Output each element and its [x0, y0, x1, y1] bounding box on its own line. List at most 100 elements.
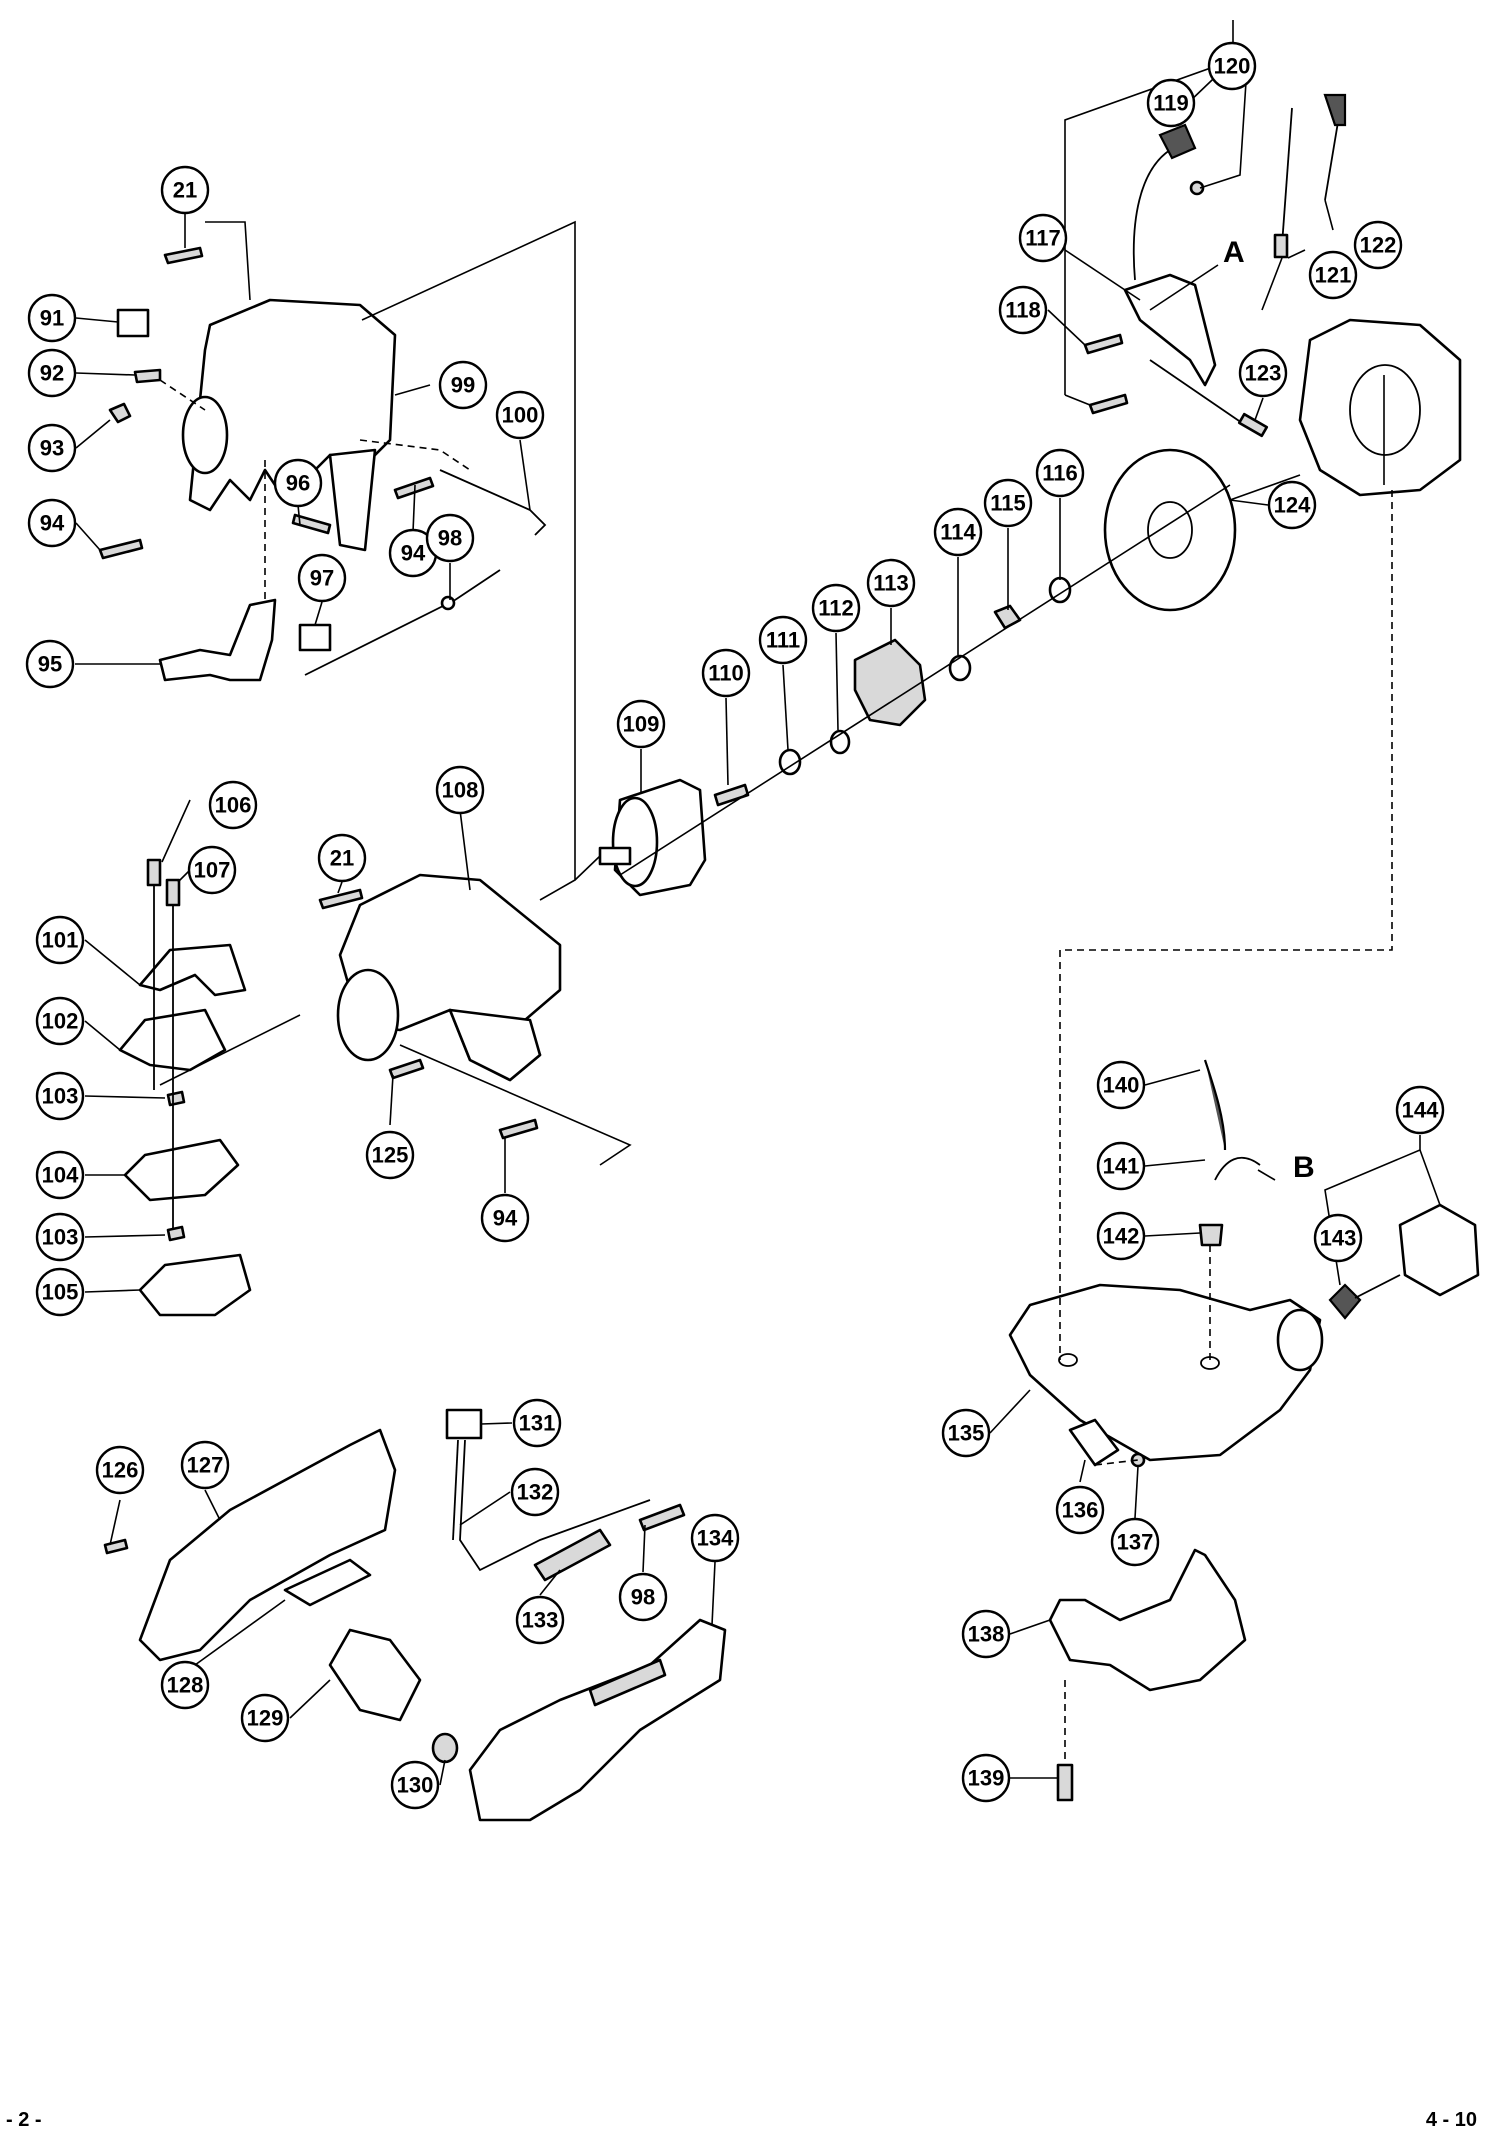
callout-number: 96 — [286, 471, 310, 496]
housing-outlet-lower — [336, 968, 400, 1062]
callout-120: 120 — [1207, 41, 1257, 91]
callout-121: 121 — [1308, 250, 1358, 300]
callout-circle — [27, 423, 77, 473]
callout-103: 103 — [35, 1071, 85, 1121]
callout-123: 123 — [1238, 348, 1288, 398]
callout-circle — [1395, 1085, 1445, 1135]
housing-handle-lower — [448, 1008, 542, 1082]
callout-number: 103 — [42, 1084, 79, 1109]
callout-125: 125 — [365, 1130, 415, 1180]
callout-98: 98 — [618, 1572, 668, 1622]
cap-strap — [1354, 1274, 1401, 1299]
cap-gasket-143 — [1328, 1283, 1362, 1320]
screw-21-mid — [318, 888, 364, 910]
bolt-110 — [713, 783, 750, 807]
callout-circle — [160, 1660, 210, 1710]
housing-handle-upper — [328, 448, 377, 552]
callout-circle — [27, 293, 77, 343]
callout-circle — [510, 1467, 560, 1517]
clutch-drum-shaft — [598, 846, 632, 866]
clamp-104 — [123, 1138, 240, 1202]
trigger-128 — [283, 1558, 372, 1607]
callout-135: 135 — [941, 1408, 991, 1458]
fuel-filter-136 — [1068, 1418, 1120, 1467]
callout-133: 133 — [515, 1595, 565, 1645]
callout-number: 97 — [310, 566, 334, 591]
reference-letter-a: A — [1223, 236, 1245, 269]
callout-98: 98 — [425, 513, 475, 563]
callout-number: 128 — [167, 1673, 204, 1698]
callout-circle — [35, 996, 85, 1046]
flywheel-124 — [1103, 448, 1237, 612]
callout-number: 124 — [1274, 493, 1311, 518]
callout-circle — [811, 583, 861, 633]
callout-115: 115 — [983, 478, 1033, 528]
callout-circle — [390, 1760, 440, 1810]
callout-100: 100 — [495, 390, 545, 440]
callout-number: 134 — [697, 1526, 734, 1551]
callout-102: 102 — [35, 996, 85, 1046]
callout-129: 129 — [240, 1693, 290, 1743]
callout-circle — [35, 1212, 85, 1262]
callout-circle — [512, 1398, 562, 1448]
screw-96 — [291, 513, 332, 535]
callout-number: 119 — [1153, 91, 1189, 116]
callout-number: 113 — [873, 571, 909, 596]
screw-94-c — [498, 1118, 539, 1140]
callout-number: 105 — [42, 1280, 79, 1305]
callout-111: 111 — [758, 615, 808, 665]
cable-end-98 — [440, 595, 456, 611]
callout-circle — [25, 639, 75, 689]
callout-139: 139 — [961, 1753, 1011, 1803]
callout-number: 108 — [442, 778, 479, 803]
wire-132-b — [452, 1439, 459, 1541]
callout-circle — [35, 1150, 85, 1200]
callout-circle — [1353, 220, 1403, 270]
callout-number: 111 — [766, 628, 800, 653]
callout-number: 133 — [522, 1608, 559, 1633]
callout-circle — [317, 833, 367, 883]
screw-118-b — [1088, 393, 1129, 415]
bracket-138 — [1048, 1548, 1247, 1692]
lever-129 — [328, 1628, 422, 1722]
callout-number: 123 — [1245, 361, 1282, 386]
screw-94-b — [393, 476, 435, 500]
callout-21: 21 — [160, 165, 210, 215]
callout-137: 137 — [1110, 1517, 1160, 1567]
callout-circle — [690, 1513, 740, 1563]
callout-circle — [1146, 78, 1196, 128]
callout-number: 138 — [968, 1622, 1005, 1647]
callout-21: 21 — [317, 833, 367, 883]
callout-109: 109 — [616, 699, 666, 749]
switch-131 — [445, 1408, 483, 1440]
callout-number: 127 — [187, 1453, 224, 1478]
callout-95: 95 — [25, 639, 75, 689]
callout-number: 21 — [173, 178, 197, 203]
callout-number: 132 — [517, 1480, 554, 1505]
tank-cap-144 — [1398, 1203, 1480, 1297]
callout-circle — [515, 1595, 565, 1645]
fuel-line-141 — [1214, 1156, 1261, 1181]
callout-106: 106 — [208, 780, 258, 830]
callout-circle — [1018, 213, 1068, 263]
callout-circle — [618, 1572, 668, 1622]
callout-138: 138 — [961, 1609, 1011, 1659]
lead-122-cap — [1323, 93, 1347, 127]
callout-number: 102 — [42, 1009, 79, 1034]
callout-117: 117 — [1018, 213, 1068, 263]
callout-132: 132 — [510, 1467, 560, 1517]
flywheel-hub — [1147, 501, 1193, 559]
screw-106 — [146, 858, 162, 887]
callout-number: 139 — [968, 1766, 1005, 1791]
callout-number: 118 — [1005, 298, 1041, 323]
callout-128: 128 — [160, 1660, 210, 1710]
handle-grip-134 — [468, 1618, 727, 1822]
callout-number: 122 — [1360, 233, 1397, 258]
callout-number: 95 — [38, 652, 62, 677]
crankcase — [1298, 318, 1462, 497]
callout-94: 94 — [27, 498, 77, 548]
nut-103-b — [166, 1225, 186, 1242]
callout-number: 126 — [102, 1458, 139, 1483]
callout-103: 103 — [35, 1212, 85, 1262]
callout-114: 114 — [933, 507, 983, 557]
